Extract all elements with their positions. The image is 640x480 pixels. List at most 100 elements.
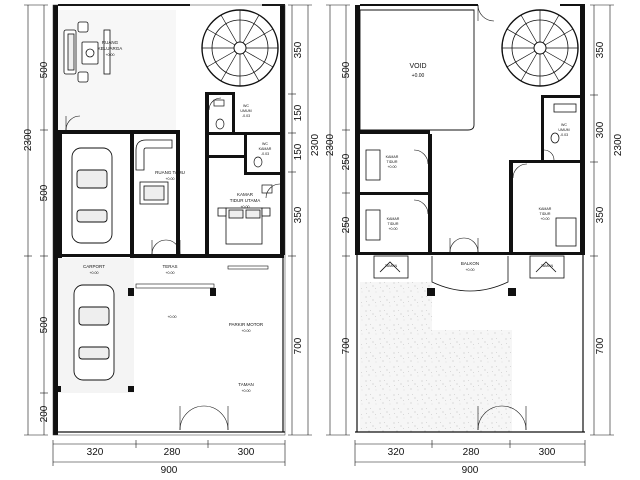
room-label-taman-right: TAMAN xyxy=(541,264,554,268)
svg-text:+0.00: +0.00 xyxy=(387,165,396,169)
svg-text:-0.03: -0.03 xyxy=(261,152,269,156)
upper-dim-right-1: 350 xyxy=(595,41,606,58)
ground-dims-left xyxy=(24,4,48,436)
upper-dim-left-1: 500 xyxy=(341,61,352,78)
room-label-wc-umum-upper: WC UMUM -0.03 xyxy=(558,123,569,137)
room-label-void: VOID +0.00 xyxy=(409,63,426,79)
bed-kamar-1 xyxy=(365,149,381,181)
svg-text:WC: WC xyxy=(243,104,249,108)
dim-bottom-2: 280 xyxy=(164,447,181,458)
svg-text:PARKIR MOTOR: PARKIR MOTOR xyxy=(229,322,264,327)
room-label-wc-umum: WC UMUM -0.03 xyxy=(240,104,251,118)
svg-text:UMUM: UMUM xyxy=(240,109,251,113)
upper-dim-left-4: 700 xyxy=(341,337,352,354)
upper-dims-left xyxy=(326,4,350,436)
dim-bottom-1: 320 xyxy=(87,447,104,458)
bed-kamar-2 xyxy=(365,209,381,241)
svg-text:+0.00: +0.00 xyxy=(388,227,397,231)
svg-text:+0.00: +0.00 xyxy=(167,315,176,319)
car-carport-bottom xyxy=(73,284,115,381)
room-label-kamar-tidur-2: KAMAR TIDUR +0.00 xyxy=(387,217,400,231)
svg-text:CARPORT: CARPORT xyxy=(83,264,105,269)
svg-text:TIDUR: TIDUR xyxy=(387,160,398,164)
upper-dim-bottom-3: 300 xyxy=(539,447,556,458)
room-label-wc-kamar: WC KAMAR -0.03 xyxy=(259,142,272,156)
room-label-balkon: BALKON +0.00 xyxy=(461,261,479,272)
room-label-taman: TAMAN +0.00 xyxy=(238,382,253,393)
svg-text:KAMAR: KAMAR xyxy=(386,155,399,159)
upper-dim-right-total: 2300 xyxy=(613,133,624,156)
ground-dims-right xyxy=(288,4,312,436)
garden-area-upper-right xyxy=(432,330,512,432)
upper-dim-bottom-total: 900 xyxy=(462,465,479,476)
svg-text:+0.00: +0.00 xyxy=(165,177,174,181)
svg-text:+0.00: +0.00 xyxy=(165,271,174,275)
svg-text:-0.03: -0.03 xyxy=(242,114,250,118)
svg-text:KAMAR: KAMAR xyxy=(387,217,400,221)
upper-dim-right-4: 700 xyxy=(595,337,606,354)
floor-level-label-center: +0.00 xyxy=(167,315,176,319)
dim-right-3: 150 xyxy=(293,143,304,160)
room-label-carport: CARPORT +0.00 xyxy=(83,264,105,275)
ground-outer-wall-right xyxy=(280,5,285,255)
dim-right-5: 700 xyxy=(293,337,304,354)
upper-dims-right xyxy=(590,4,614,436)
ground-floor-plan: RUANG KELUARGA +0.00 WC UMUM -0.03 WC KA… xyxy=(23,4,321,476)
upper-dim-bottom-2: 280 xyxy=(463,447,480,458)
dim-left-2: 500 xyxy=(39,184,50,201)
planter-right xyxy=(529,255,565,279)
upper-dim-right-3: 350 xyxy=(595,206,606,223)
upper-dims-bottom xyxy=(354,440,586,466)
room-label-ruang-tamu: RUANG TAMU +0.00 xyxy=(155,170,185,181)
svg-text:KAMAR: KAMAR xyxy=(237,192,254,197)
car-carport-top xyxy=(71,147,113,244)
svg-text:+0.00: +0.00 xyxy=(89,271,98,275)
bed-kamar-3 xyxy=(555,217,577,247)
svg-text:KELUARGA: KELUARGA xyxy=(98,46,123,51)
dim-left-3: 500 xyxy=(39,316,50,333)
svg-text:+0.00: +0.00 xyxy=(241,329,250,333)
upper-dim-left-total: 2300 xyxy=(325,133,336,156)
room-label-taman-left: TAMAN xyxy=(385,264,398,268)
spiral-staircase-ground xyxy=(201,9,279,87)
dim-bottom-3: 300 xyxy=(238,447,255,458)
dim-right-1: 350 xyxy=(293,41,304,58)
spiral-staircase-upper xyxy=(501,9,579,87)
svg-text:WC: WC xyxy=(262,142,268,146)
svg-text:TIDUR UTAMA: TIDUR UTAMA xyxy=(230,198,260,203)
garden-area-upper xyxy=(360,282,432,432)
dim-right-2: 150 xyxy=(293,104,304,121)
svg-text:VOID: VOID xyxy=(409,63,426,70)
svg-text:+0.00: +0.00 xyxy=(241,389,250,393)
dim-left-total: 2300 xyxy=(23,128,34,151)
room-label-teras: TERAS +0.00 xyxy=(162,264,177,275)
ground-dims-bottom xyxy=(52,440,286,466)
planter-left xyxy=(373,255,409,279)
room-label-kamar-tidur-1: KAMAR TIDUR +0.00 xyxy=(386,155,399,169)
upper-floor-plan: VOID +0.00 WC UMUM -0.03 KAMAR TIDUR +0.… xyxy=(325,4,624,476)
svg-text:KAMAR: KAMAR xyxy=(259,147,272,151)
upper-dim-right-2: 300 xyxy=(595,121,606,138)
ground-outer-wall-left xyxy=(53,5,58,435)
svg-text:WC: WC xyxy=(561,123,567,127)
svg-text:+0.00: +0.00 xyxy=(412,73,425,79)
svg-text:-0.03: -0.03 xyxy=(560,133,568,137)
svg-text:KAMAR: KAMAR xyxy=(539,207,552,211)
svg-text:+0.00: +0.00 xyxy=(240,205,249,209)
dim-bottom-total: 900 xyxy=(161,465,178,476)
svg-text:+0.00: +0.00 xyxy=(465,268,474,272)
svg-text:RUANG: RUANG xyxy=(102,40,119,45)
room-label-kamar-tidur-3: KAMAR TIDUR +0.00 xyxy=(539,207,552,221)
svg-text:TIDUR: TIDUR xyxy=(388,222,399,226)
svg-text:+0.00: +0.00 xyxy=(105,53,114,57)
sofa-set xyxy=(63,21,111,83)
svg-text:RUANG TAMU: RUANG TAMU xyxy=(155,170,185,175)
dim-left-1: 500 xyxy=(39,61,50,78)
room-label-kamar-tidur-utama: KAMAR TIDUR UTAMA +0.00 xyxy=(230,192,260,209)
svg-text:+0.00: +0.00 xyxy=(540,217,549,221)
room-label-ruang-keluarga: RUANG KELUARGA +0.00 xyxy=(98,40,123,57)
upper-dim-left-3: 250 xyxy=(341,216,352,233)
room-label-parkir-motor: PARKIR MOTOR +0.00 xyxy=(229,322,264,333)
kitchen-counter xyxy=(135,139,173,205)
